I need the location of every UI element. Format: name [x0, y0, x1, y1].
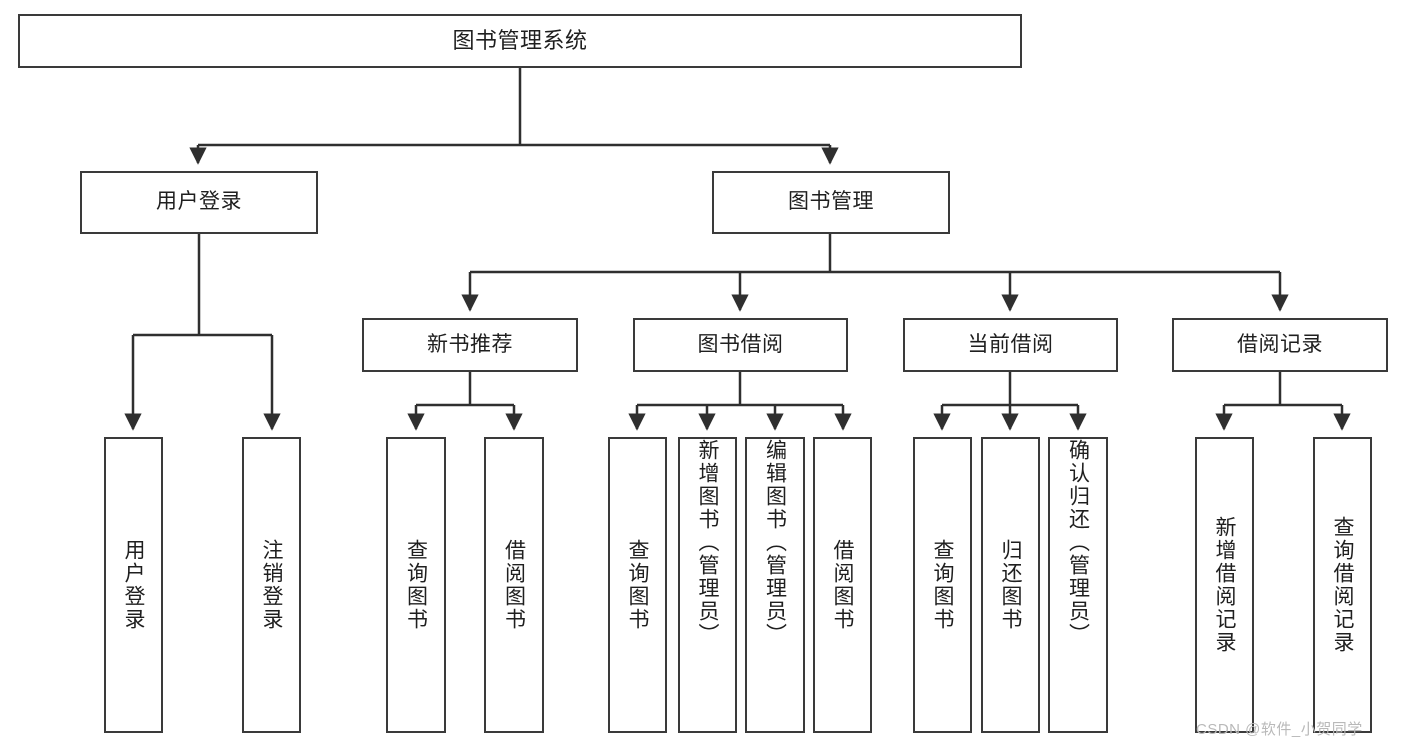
leaf-user-login-login[interactable]: 用户登录 — [104, 437, 163, 733]
node-label: 确认归还（管理员） — [1066, 439, 1090, 646]
leaf-current-borrow-query-book[interactable]: 查询图书 — [913, 437, 972, 733]
leaf-current-borrow-confirm-return-admin[interactable]: 确认归还（管理员） — [1048, 437, 1108, 733]
node-label: 新书推荐 — [427, 332, 513, 356]
node-label: 编辑图书（管理员） — [763, 439, 787, 646]
leaf-borrow-record-add-record[interactable]: 新增借阅记录 — [1195, 437, 1254, 733]
node-label: 借阅图书 — [831, 539, 854, 631]
node-label: 归还图书 — [999, 539, 1022, 631]
node-label: 查询图书 — [931, 539, 954, 631]
node-new-book-recommend[interactable]: 新书推荐 — [362, 318, 578, 372]
node-root-book-management-system[interactable]: 图书管理系统 — [18, 14, 1022, 68]
node-label: 借阅图书 — [502, 539, 526, 631]
node-label: 当前借阅 — [967, 332, 1054, 356]
node-label: 查询图书 — [626, 539, 649, 631]
leaf-book-borrow-query-book[interactable]: 查询图书 — [608, 437, 667, 733]
node-label: 用户登录 — [156, 190, 242, 214]
node-label: 图书借阅 — [697, 332, 784, 356]
node-user-login[interactable]: 用户登录 — [80, 171, 318, 234]
leaf-book-borrow-edit-book-admin[interactable]: 编辑图书（管理员） — [745, 437, 805, 733]
node-label: 新增图书（管理员） — [696, 439, 719, 646]
node-label: 查询借阅记录 — [1331, 516, 1354, 654]
node-current-borrow[interactable]: 当前借阅 — [903, 318, 1118, 372]
leaf-new-book-query-book[interactable]: 查询图书 — [386, 437, 446, 733]
leaf-borrow-record-query-record[interactable]: 查询借阅记录 — [1313, 437, 1372, 733]
node-label: 图书管理系统 — [452, 28, 588, 54]
leaf-book-borrow-add-book-admin[interactable]: 新增图书（管理员） — [678, 437, 737, 733]
leaf-new-book-borrow-book[interactable]: 借阅图书 — [484, 437, 544, 733]
node-label: 用户登录 — [122, 539, 145, 631]
node-book-management[interactable]: 图书管理 — [712, 171, 950, 234]
leaf-user-login-logout[interactable]: 注销登录 — [242, 437, 301, 733]
node-label: 查询图书 — [404, 539, 428, 631]
node-borrow-record[interactable]: 借阅记录 — [1172, 318, 1388, 372]
csdn-watermark: CSDN @软件_小贺同学 — [1196, 721, 1363, 738]
leaf-book-borrow-borrow-book[interactable]: 借阅图书 — [813, 437, 872, 733]
node-label: 借阅记录 — [1237, 332, 1323, 356]
node-label: 图书管理 — [788, 190, 874, 214]
node-book-borrow[interactable]: 图书借阅 — [633, 318, 848, 372]
node-label: 新增借阅记录 — [1213, 516, 1236, 654]
leaf-current-borrow-return-book[interactable]: 归还图书 — [981, 437, 1040, 733]
node-label: 注销登录 — [260, 539, 283, 631]
